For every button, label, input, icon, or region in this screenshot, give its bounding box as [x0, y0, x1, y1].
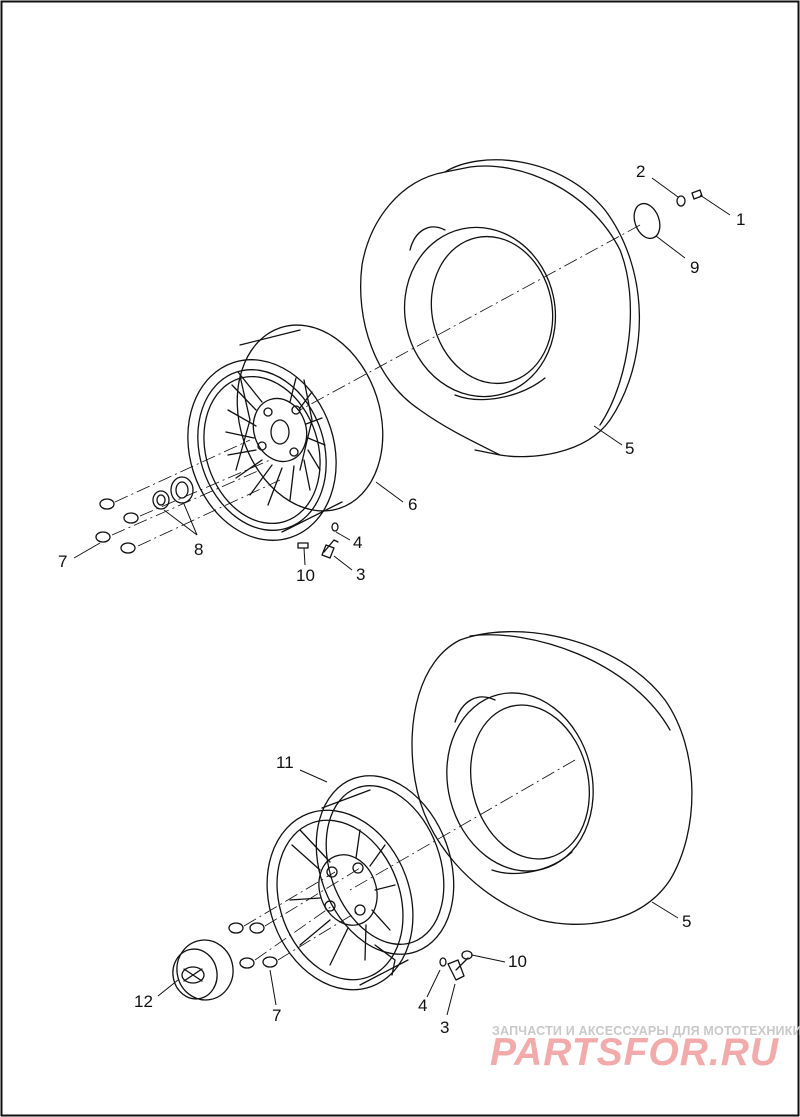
valve-core-bottom — [439, 957, 447, 967]
leader-10a — [303, 547, 306, 566]
watermark-tagline: ЗАПЧАСТИ И АКСЕССУАРЫ ДЛЯ МОТОТЕХНИКИ — [492, 1024, 800, 1038]
leader-10b — [471, 954, 506, 963]
bearing-set-top — [152, 476, 194, 510]
leader-3b — [446, 983, 456, 1016]
leader-7b — [269, 969, 277, 1006]
screw-top — [691, 189, 703, 200]
leader-4a — [335, 531, 351, 541]
axis-line-top — [299, 224, 641, 411]
watermark-brand: PARTSFOR.RU — [490, 1031, 780, 1074]
leader-1 — [699, 194, 731, 216]
axis-line-bottom-lugs — [243, 867, 361, 961]
callout-3-top: 3 — [356, 565, 366, 584]
callout-11: 11 — [276, 753, 294, 772]
leader-11 — [299, 769, 328, 783]
callout-1: 1 — [736, 210, 746, 229]
leader-5a — [593, 425, 623, 446]
callout-7-top: 7 — [58, 552, 68, 571]
valve-core-top — [331, 522, 339, 532]
callout-2: 2 — [636, 162, 646, 181]
leader-8 — [163, 503, 198, 536]
callout-12: 12 — [134, 992, 153, 1011]
leader-4b — [426, 969, 441, 998]
front-wheel-top — [187, 324, 384, 541]
leader-7a — [73, 542, 101, 559]
balance-weight-bottom — [461, 950, 473, 960]
valve-stem-top — [321, 539, 339, 559]
leader-5b — [651, 901, 679, 919]
axis-line-bottom — [349, 759, 576, 891]
leader-12 — [157, 979, 179, 997]
callout-6: 6 — [408, 495, 418, 514]
leader-9 — [655, 235, 686, 259]
callout-9: 9 — [690, 258, 700, 277]
leader-2 — [651, 177, 679, 198]
rear-tire-bottom — [411, 631, 693, 925]
valve-stem-bottom — [447, 957, 469, 981]
rear-wheel-bottom — [266, 775, 455, 991]
callout-7-bottom: 7 — [272, 1006, 282, 1025]
callout-4-bottom: 4 — [418, 996, 428, 1015]
callout-5-top: 5 — [625, 439, 635, 458]
lug-nuts-top — [95, 498, 139, 554]
leader-3a — [333, 555, 353, 571]
balance-weight-top — [297, 542, 309, 549]
center-cap-top — [633, 202, 661, 240]
leader-6 — [375, 481, 404, 503]
callout-3-bottom: 3 — [440, 1018, 450, 1037]
callout-5-bottom: 5 — [682, 912, 692, 931]
axis-line-top-lugs — [111, 439, 281, 547]
washer-top — [676, 195, 686, 207]
front-tire-top — [359, 159, 641, 458]
callout-8: 8 — [194, 540, 204, 559]
callout-10-top: 10 — [296, 566, 315, 585]
hub-cap-bottom — [172, 939, 234, 1001]
callout-10-bottom: 10 — [508, 952, 527, 971]
lug-nuts-bottom — [228, 922, 278, 969]
callout-4-top: 4 — [353, 533, 363, 552]
